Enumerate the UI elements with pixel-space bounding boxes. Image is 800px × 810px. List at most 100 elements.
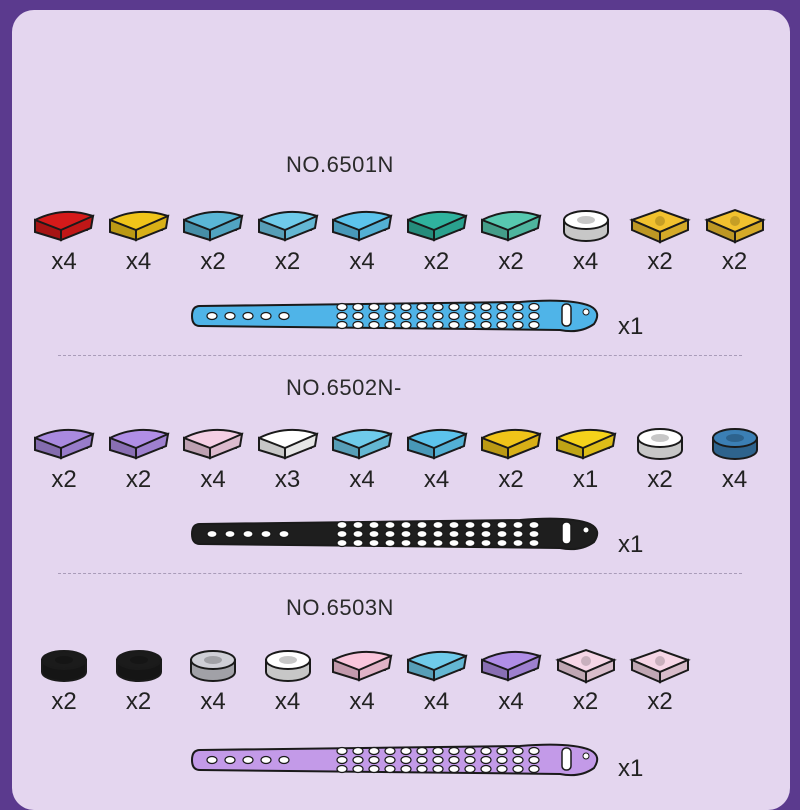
tile-quantity: x2 xyxy=(51,688,77,715)
tile-quantity: x2 xyxy=(274,248,301,275)
paw-print-round-tile-icon xyxy=(550,206,622,246)
tile-item: x4 xyxy=(177,646,249,726)
tile-item: x2 xyxy=(177,206,249,286)
tile-item: x4 xyxy=(401,424,473,504)
dog-face-square-tile-icon xyxy=(699,206,771,246)
tile-item: x2 xyxy=(103,424,175,504)
tile-quantity: x2 xyxy=(647,688,673,715)
pink-bunny-square-tile-icon xyxy=(550,646,622,686)
divider xyxy=(58,355,742,356)
set-title: NO.6502N- xyxy=(286,375,402,400)
purple-quarter-tile-icon xyxy=(103,424,175,464)
tile-item: x3 xyxy=(252,424,324,504)
clear-round-tile-icon xyxy=(177,646,249,686)
tile-item: x2 xyxy=(401,206,473,286)
tile-item: x4 xyxy=(326,646,398,726)
tile-quantity: x2 xyxy=(200,248,226,275)
pink-quarter-tile-icon xyxy=(177,424,249,464)
blue-gem-round-tile-icon xyxy=(699,424,771,464)
strap-quantity: x1 xyxy=(618,531,644,558)
tile-quantity: x2 xyxy=(647,466,673,493)
lavender-quarter-tile-icon xyxy=(475,646,547,686)
tile-item: x2 xyxy=(475,424,547,504)
tile-item: x4 xyxy=(401,646,473,726)
mint-leaf-tile-icon xyxy=(475,206,547,246)
yellow-quarter-tile-icon xyxy=(550,424,622,464)
bracelet-strap-icon xyxy=(190,743,599,777)
tile-quantity: x4 xyxy=(349,466,375,493)
blue-fish-tile-icon xyxy=(401,424,473,464)
tile-item: x2 xyxy=(699,206,771,286)
tile-quantity: x2 xyxy=(51,466,77,493)
tile-item: x2 xyxy=(475,206,547,286)
tile-item: x2 xyxy=(252,206,324,286)
tile-quantity: x4 xyxy=(349,688,375,715)
tile-item: x4 xyxy=(252,646,324,726)
tile-quantity: x3 xyxy=(274,466,301,493)
tile-quantity: x4 xyxy=(572,248,599,275)
lightning-round-tile-icon xyxy=(103,646,175,686)
tile-item: x2 xyxy=(28,646,100,726)
bracelet-strap-icon xyxy=(190,517,599,551)
tile-quantity: x4 xyxy=(200,466,226,493)
light-blue-branch-tile-icon xyxy=(252,206,324,246)
tile-quantity: x4 xyxy=(721,466,748,493)
tile-quantity: x2 xyxy=(125,688,152,715)
blue-branch-tile-icon xyxy=(177,206,249,246)
tile-item: x4 xyxy=(177,424,249,504)
tile-item: x4 xyxy=(326,424,398,504)
pink-bear-square-tile-icon xyxy=(624,646,696,686)
strap-quantity: x1 xyxy=(618,755,644,782)
sky-blue-quarter-tile-icon xyxy=(401,646,473,686)
tile-quantity: x4 xyxy=(274,688,301,715)
tile-item: x4 xyxy=(550,206,622,286)
set-items-row: x2 x2 x4 x4 x4 x4 x4 x2 xyxy=(32,646,772,726)
set-items-row: x2 x2 x4 x3 x4 x4 x2 x1 x2 x4 xyxy=(32,424,772,504)
bracelet-strap-icon xyxy=(190,299,599,333)
strap-quantity: x1 xyxy=(618,313,644,340)
divider xyxy=(58,573,742,574)
tile-item: x1 xyxy=(550,424,622,504)
tile-quantity: x4 xyxy=(423,688,450,715)
tile-item: x4 xyxy=(699,424,771,504)
white-quarter-tile-icon xyxy=(252,424,324,464)
tile-quantity: x4 xyxy=(125,248,152,275)
rainbow-tile-icon xyxy=(326,646,398,686)
tile-quantity: x4 xyxy=(498,688,524,715)
blue-wave-tile-icon xyxy=(326,424,398,464)
tile-item: x2 xyxy=(550,646,622,726)
tile-quantity: x2 xyxy=(647,248,673,275)
purple-moon-tile-icon xyxy=(28,424,100,464)
tile-item: x2 xyxy=(103,646,175,726)
red-quarter-tile-icon xyxy=(28,206,100,246)
tile-item: x2 xyxy=(624,424,696,504)
tile-quantity: x2 xyxy=(498,466,524,493)
tile-item: x4 xyxy=(475,646,547,726)
set-title: NO.6503N xyxy=(286,595,394,620)
tile-quantity: x2 xyxy=(498,248,524,275)
sun-round-tile-icon xyxy=(252,646,324,686)
tile-quantity: x2 xyxy=(572,688,599,715)
tile-item: x4 xyxy=(28,206,100,286)
tile-quantity: x4 xyxy=(200,688,226,715)
teal-leaf-tile-icon xyxy=(401,206,473,246)
tile-quantity: x2 xyxy=(125,466,152,493)
set-items-row: x4 x4 x2 x2 x4 x2 x2 x4 x2 xyxy=(32,206,772,286)
tile-item: x2 xyxy=(28,424,100,504)
tile-item: x4 xyxy=(103,206,175,286)
tile-quantity: x2 xyxy=(721,248,748,275)
tile-quantity: x2 xyxy=(423,248,450,275)
tile-item: x2 xyxy=(624,206,696,286)
sky-blue-quarter-tile-icon xyxy=(326,206,398,246)
tile-item: x4 xyxy=(326,206,398,286)
tile-quantity: x4 xyxy=(349,248,375,275)
tile-quantity: x4 xyxy=(51,248,77,275)
starfish-round-tile-icon xyxy=(624,424,696,464)
yellow-moon-tile-icon xyxy=(475,424,547,464)
yellow-quarter-tile-icon xyxy=(103,206,175,246)
cat-face-square-tile-icon xyxy=(624,206,696,246)
tile-quantity: x4 xyxy=(423,466,450,493)
blue-drop-round-tile-icon xyxy=(28,646,100,686)
set-title: NO.6501N xyxy=(286,152,394,177)
tile-item: x2 xyxy=(624,646,696,726)
